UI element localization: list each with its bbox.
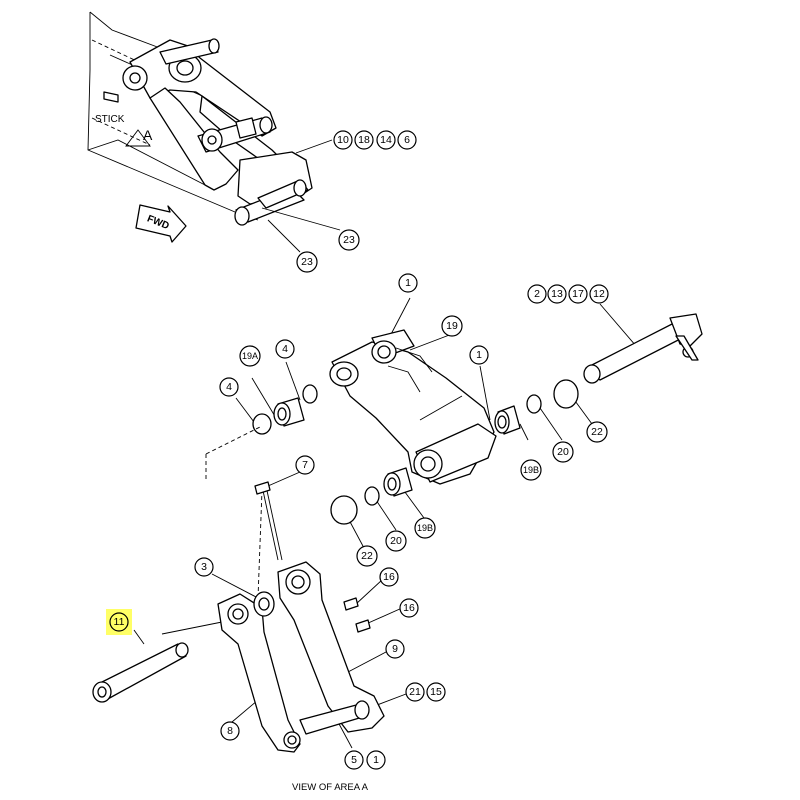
callout-23a[interactable]: 23 <box>338 229 360 251</box>
callout-4a[interactable]: 4 <box>275 339 295 359</box>
exploded-linkage <box>92 313 703 753</box>
svg-text:8: 8 <box>227 725 233 737</box>
callout-1a[interactable]: 1 <box>398 273 418 293</box>
svg-text:6: 6 <box>404 134 410 146</box>
fwd-arrow-icon: FWD <box>135 204 187 243</box>
svg-text:1: 1 <box>476 349 482 361</box>
svg-text:21: 21 <box>409 686 421 698</box>
svg-text:18: 18 <box>358 134 370 146</box>
svg-text:16: 16 <box>383 571 395 583</box>
callout-18[interactable]: 18 <box>354 130 374 150</box>
svg-text:13: 13 <box>551 288 563 300</box>
svg-text:14: 14 <box>380 134 392 146</box>
stick-assembly: STICK A FWD <box>87 11 313 243</box>
svg-text:4: 4 <box>282 343 288 355</box>
svg-text:3: 3 <box>201 561 207 573</box>
callout-14[interactable]: 14 <box>376 130 396 150</box>
callout-19b-a[interactable]: 19B <box>520 459 542 481</box>
callout-9[interactable]: 9 <box>385 639 405 659</box>
svg-text:19A: 19A <box>242 351 258 361</box>
callout-5[interactable]: 5 <box>344 750 364 770</box>
svg-text:17: 17 <box>572 288 584 300</box>
callout-2[interactable]: 2 <box>527 284 547 304</box>
callout-20a[interactable]: 20 <box>552 441 574 463</box>
svg-text:22: 22 <box>361 550 373 562</box>
callout-6[interactable]: 6 <box>397 130 417 150</box>
callout-11[interactable]: 11 <box>106 609 132 635</box>
callout-7[interactable]: 7 <box>295 455 315 475</box>
svg-text:19B: 19B <box>417 523 433 533</box>
callout-16a[interactable]: 16 <box>379 567 399 587</box>
svg-text:5: 5 <box>351 754 357 766</box>
svg-text:7: 7 <box>302 459 308 471</box>
svg-text:16: 16 <box>403 602 415 614</box>
callout-3[interactable]: 3 <box>194 557 214 577</box>
callout-8[interactable]: 8 <box>220 721 240 741</box>
callout-20b[interactable]: 20 <box>385 530 407 552</box>
callout-1b[interactable]: 1 <box>469 345 489 365</box>
svg-text:23: 23 <box>343 234 355 246</box>
callout-12[interactable]: 12 <box>589 284 609 304</box>
view-caption: VIEW OF AREA A <box>292 782 369 793</box>
callout-16b[interactable]: 16 <box>399 598 419 618</box>
callout-17[interactable]: 17 <box>568 284 588 304</box>
svg-text:20: 20 <box>557 446 569 458</box>
callout-21[interactable]: 21 <box>405 682 425 702</box>
callout-19b-b[interactable]: 19B <box>414 517 436 539</box>
callout-22b[interactable]: 22 <box>356 545 378 567</box>
callouts: 10 18 14 6 23 23 1 2 13 17 12 19 19A 4 4… <box>106 130 609 770</box>
svg-text:1: 1 <box>373 754 379 766</box>
svg-text:12: 12 <box>593 288 605 300</box>
svg-text:23: 23 <box>301 256 313 268</box>
svg-text:2: 2 <box>534 288 540 300</box>
svg-text:19B: 19B <box>523 465 539 475</box>
callout-10[interactable]: 10 <box>333 130 353 150</box>
svg-text:11: 11 <box>114 616 125 628</box>
svg-text:1: 1 <box>405 277 411 289</box>
svg-text:9: 9 <box>392 643 398 655</box>
callout-13[interactable]: 13 <box>547 284 567 304</box>
callout-23b[interactable]: 23 <box>296 251 318 273</box>
svg-text:15: 15 <box>430 686 442 698</box>
stick-label: STICK <box>95 114 125 125</box>
callout-19[interactable]: 19 <box>441 315 463 337</box>
callout-15[interactable]: 15 <box>426 682 446 702</box>
svg-text:22: 22 <box>591 426 603 438</box>
callout-19a[interactable]: 19A <box>239 345 261 367</box>
callout-22a[interactable]: 22 <box>586 421 608 443</box>
svg-text:19: 19 <box>446 320 458 332</box>
area-a-label: A <box>143 127 153 143</box>
svg-text:4: 4 <box>226 381 232 393</box>
svg-text:10: 10 <box>337 134 349 146</box>
callout-1c[interactable]: 1 <box>366 750 386 770</box>
callout-4b[interactable]: 4 <box>219 377 239 397</box>
svg-text:20: 20 <box>390 535 402 547</box>
